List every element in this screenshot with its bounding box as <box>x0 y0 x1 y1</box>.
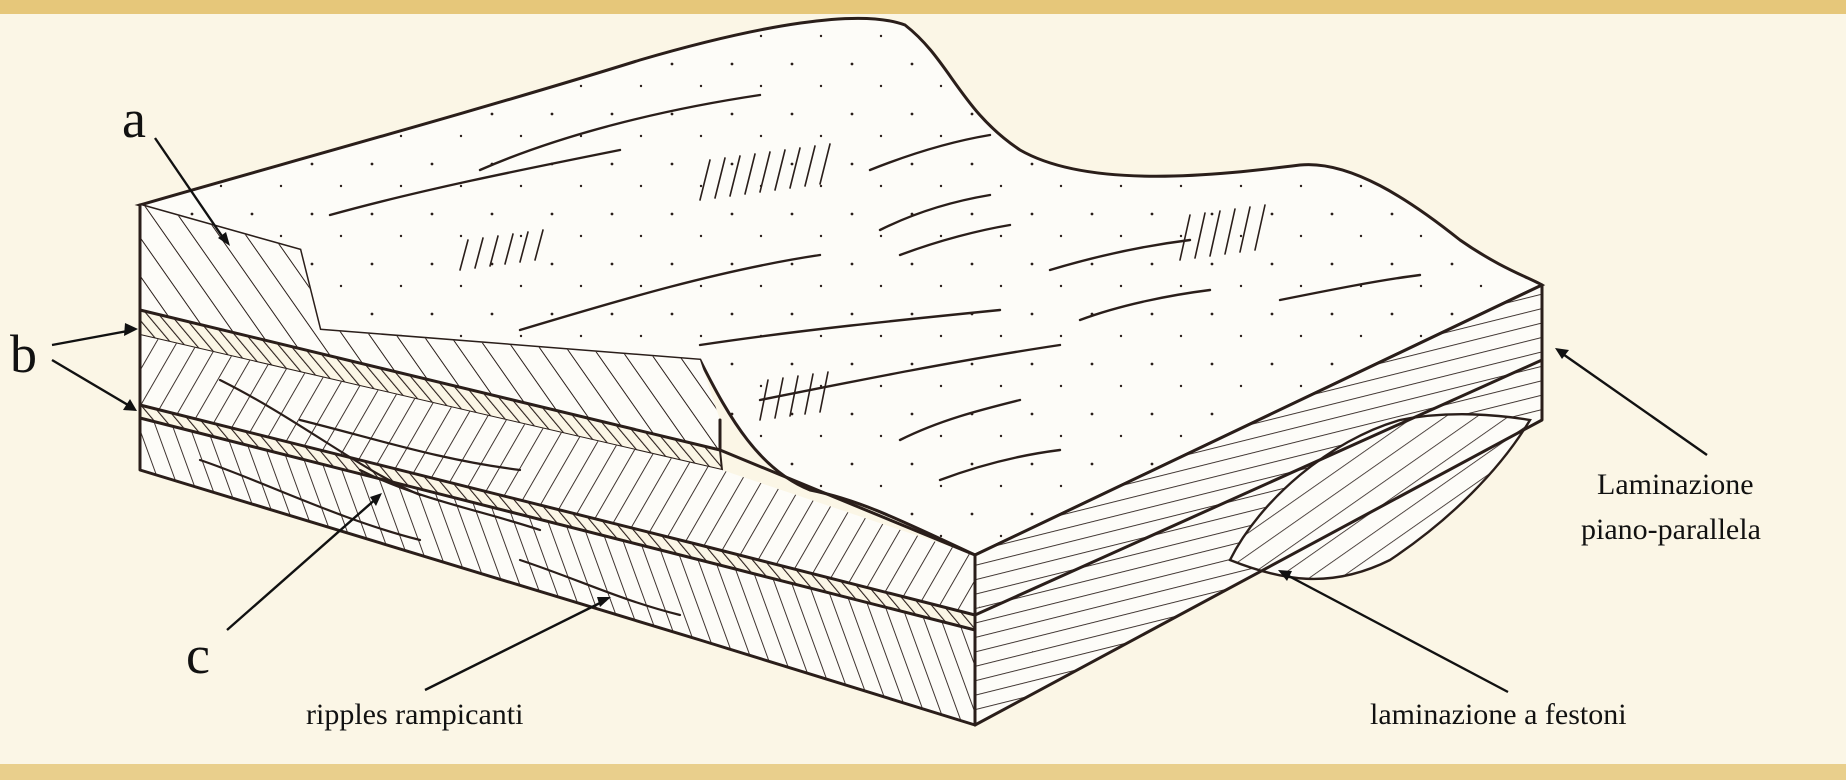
label-laminazione-line2: piano-parallela <box>1581 513 1761 546</box>
bottom-frame-band <box>0 764 1846 780</box>
arrow-ripples <box>425 600 606 690</box>
label-a: a <box>122 89 146 149</box>
label-laminazione-line1: Laminazione <box>1597 468 1754 501</box>
arrow-laminazione <box>1560 352 1707 455</box>
arrow-b-upper <box>52 330 133 345</box>
label-ripples-rampicanti: ripples rampicanti <box>306 698 523 731</box>
top-frame-band <box>0 0 1846 14</box>
label-c: c <box>186 625 210 685</box>
arrow-b-lower <box>52 360 133 408</box>
label-b: b <box>10 324 37 384</box>
arrow-festoni <box>1283 573 1508 692</box>
label-laminazione-festoni: laminazione a festoni <box>1370 698 1627 731</box>
